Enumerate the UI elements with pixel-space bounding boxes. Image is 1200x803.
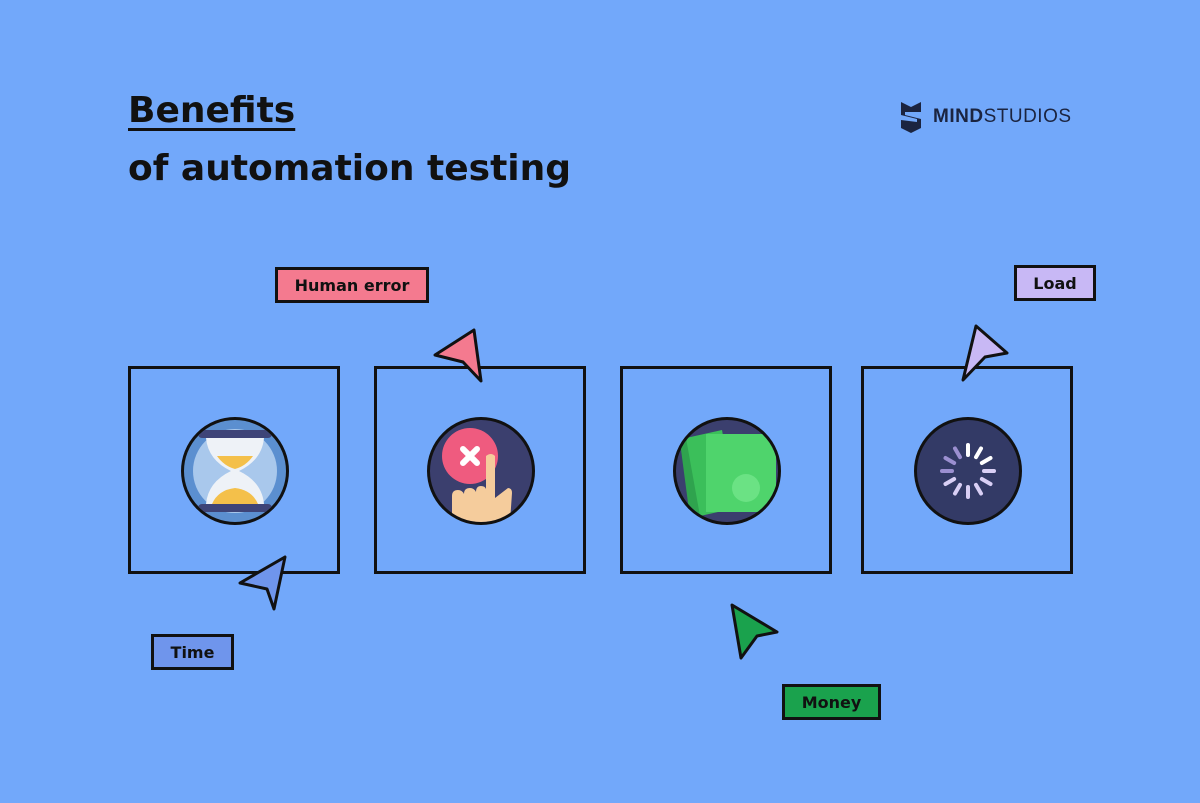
title-subtitle: of automation testing bbox=[128, 148, 572, 189]
money-icon bbox=[673, 417, 781, 525]
load-label: Load bbox=[1014, 265, 1096, 301]
mindstudios-logo: MINDSTUDIOS bbox=[899, 100, 1072, 134]
pink-cursor-icon bbox=[433, 328, 483, 383]
title-benefits: Benefits bbox=[128, 90, 296, 131]
blue-cursor-icon bbox=[238, 555, 287, 611]
human-error-label: Human error bbox=[275, 267, 429, 303]
money-card bbox=[620, 366, 832, 574]
spinner-tick bbox=[979, 456, 993, 465]
hand-cross-icon bbox=[427, 417, 535, 525]
logo-s-icon bbox=[901, 102, 921, 133]
logo-text: STUDIOS bbox=[983, 106, 1072, 127]
spinner-tick bbox=[974, 482, 983, 496]
spinner-tick bbox=[974, 446, 983, 460]
logo-text-bold: MIND bbox=[933, 106, 984, 127]
money-label: Money bbox=[782, 684, 881, 720]
spinner-tick bbox=[979, 477, 993, 486]
spinner-tick bbox=[943, 477, 957, 486]
spinner-tick bbox=[953, 446, 962, 460]
spinner-tick bbox=[943, 456, 957, 465]
spinner-tick bbox=[953, 482, 962, 496]
time-label: Time bbox=[151, 634, 234, 670]
hourglass-icon bbox=[181, 417, 289, 525]
loading-spinner-icon bbox=[914, 417, 1022, 525]
purple-cursor-icon bbox=[961, 324, 1009, 382]
load-card bbox=[861, 366, 1073, 574]
time-card bbox=[128, 366, 340, 574]
green-cursor-icon bbox=[730, 603, 779, 660]
